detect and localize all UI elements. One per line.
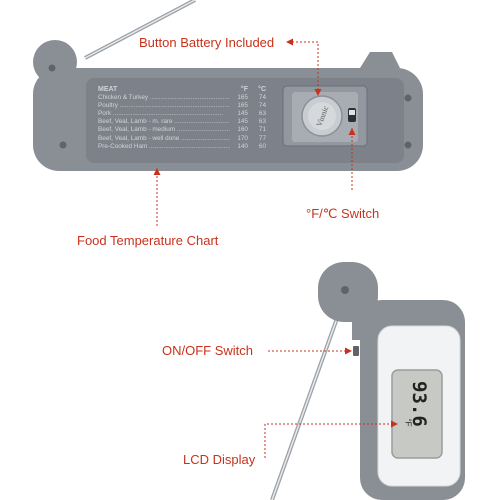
chart-cell-c: 63 (258, 110, 266, 118)
chart-cell-food: Pork (98, 110, 230, 118)
chart-row: Pre-Cooked Ham 140 60 (98, 143, 266, 151)
arrow-icon (314, 89, 322, 96)
arrow-icon (153, 168, 161, 175)
chart-cell-f: 165 (237, 94, 248, 102)
lcd-unit: °F (403, 418, 413, 427)
screw-icon (404, 141, 412, 149)
chart-cell-c: 77 (258, 134, 266, 142)
chart-row: Pork 145 63 (98, 110, 266, 118)
header-food: MEAT (98, 86, 118, 93)
callout-unit-switch: °F/℃ Switch (306, 206, 380, 221)
food-temperature-chart: MEAT °F °C Chicken & Turkey16574Poultry1… (98, 86, 266, 151)
chart-cell-c: 71 (258, 126, 266, 134)
chart-row: Chicken & Turkey 165 74 (98, 94, 266, 102)
screw-icon (59, 141, 67, 149)
chart-cell-c: 63 (258, 118, 266, 126)
arrow-icon (391, 420, 398, 428)
chart-cell-f: 145 (237, 110, 248, 118)
callout-temp-chart: Food Temperature Chart (77, 233, 219, 248)
callout-lcd: LCD Display (183, 452, 256, 467)
chart-cell-f: 165 (237, 102, 248, 110)
callout-onoff: ON/OFF Switch (162, 343, 254, 358)
chart-cell-c: 74 (258, 102, 266, 110)
chart-cell-food: Pre-Cooked Ham (98, 143, 230, 151)
chart-rows: Chicken & Turkey16574Poultry16574Pork145… (98, 94, 266, 151)
chart-row: Poultry 165 74 (98, 102, 266, 110)
chart-cell-food: Beef, Veal, Lamb - medium (98, 126, 230, 134)
chart-cell-f: 140 (237, 142, 248, 150)
arrow-icon (286, 38, 293, 46)
header-c: °C (258, 86, 266, 93)
screw-icon (48, 64, 56, 72)
chart-row: Beef, Veal, Lamb - m. rare 145 63 (98, 118, 266, 126)
header-f: °F (240, 86, 248, 93)
chart-cell-food: Poultry (98, 102, 230, 110)
screw-icon (341, 286, 349, 294)
chart-cell-food: Beef, Veal, Lamb - well done (98, 135, 230, 143)
chart-cell-food: Chicken & Turkey (98, 94, 230, 102)
lcd-screen (391, 369, 443, 459)
arrow-icon (348, 128, 356, 135)
chart-row: Beef, Veal, Lamb - medium 160 71 (98, 126, 266, 134)
chart-cell-food: Beef, Veal, Lamb - m. rare (98, 118, 230, 126)
arrow-icon (345, 347, 352, 355)
chart-cell-f: 160 (237, 126, 248, 134)
chart-row: Beef, Veal, Lamb - well done 170 77 (98, 135, 266, 143)
chart-cell-c: 60 (258, 142, 266, 150)
callout-battery: Button Battery Included (139, 35, 275, 50)
chart-header: MEAT °F °C (98, 86, 266, 94)
chart-cell-f: 170 (237, 134, 248, 142)
onoff-switch[interactable] (353, 346, 359, 356)
chart-cell-f: 145 (237, 118, 248, 126)
screw-icon (404, 94, 412, 102)
chart-cell-c: 74 (258, 94, 266, 102)
